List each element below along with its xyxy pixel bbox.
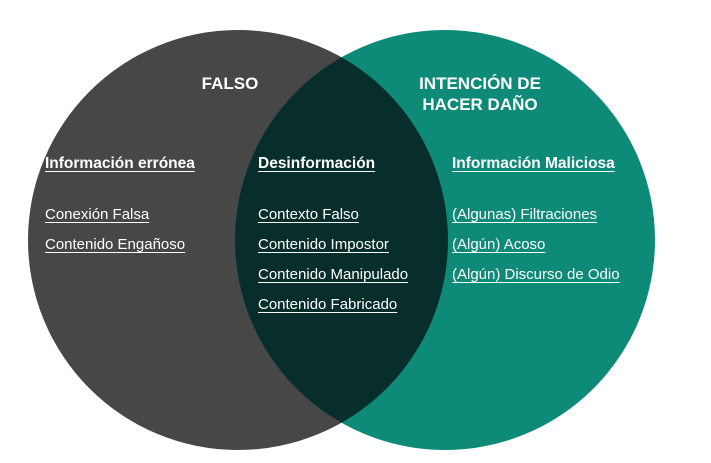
left-set-heading: Información errónea [45,155,195,172]
overlap-item-contexto-falso[interactable]: Contexto Falso [258,206,359,223]
right-item-discurso-de-odio[interactable]: (Algún) Discurso de Odio [452,266,620,283]
right-set-title-line2: HACER DAÑO [422,95,538,114]
right-set-title: INTENCIÓN DE HACER DAÑO [405,73,555,115]
right-item-acoso[interactable]: (Algún) Acoso [452,236,546,253]
overlap-region-desinformacion [235,30,448,450]
overlap-item-contenido-impostor[interactable]: Contenido Impostor [258,236,389,253]
right-item-filtraciones[interactable]: (Algunas) Filtraciones [452,206,598,223]
right-set-title-line1: INTENCIÓN DE [419,74,541,93]
right-set-heading: Información Maliciosa [452,155,615,172]
overlap-item-contenido-fabricado[interactable]: Contenido Fabricado [258,296,398,313]
overlap-item-contenido-manipulado[interactable]: Contenido Manipulado [258,266,409,283]
overlap-heading: Desinformación [258,155,376,172]
left-set-title: FALSO [201,74,259,93]
left-item-contenido-enganoso[interactable]: Contenido Engañoso [45,236,186,253]
left-item-conexion-falsa[interactable]: Conexión Falsa [45,206,150,223]
